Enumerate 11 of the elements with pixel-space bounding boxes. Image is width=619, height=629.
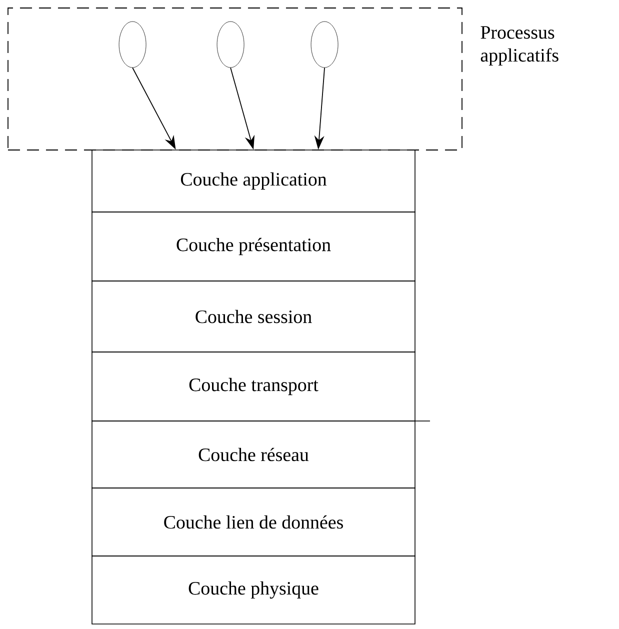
- process-oval: [310, 21, 338, 68]
- process-oval: [216, 21, 244, 68]
- layer-box: Couche présentation: [92, 212, 416, 282]
- layer-box: Couche physique: [92, 556, 416, 624]
- layer-box: Couche lien de données: [92, 488, 416, 556]
- layer-box: Couche réseau: [92, 420, 416, 488]
- layer-box: Couche application: [92, 150, 416, 212]
- layer-box: Couche session: [92, 280, 416, 352]
- layer-box: Couche transport: [92, 352, 416, 422]
- process-oval: [118, 21, 146, 68]
- group-label: Processus applicatifs: [480, 26, 558, 66]
